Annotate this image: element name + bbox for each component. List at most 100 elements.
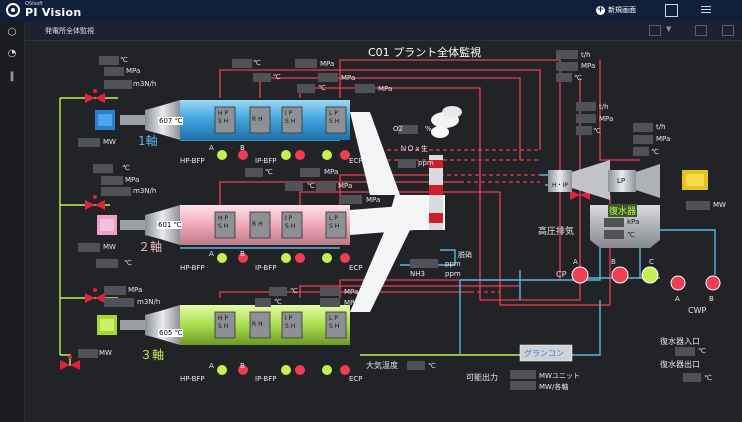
value-box <box>576 114 596 123</box>
unit-ppm: ppm <box>445 260 461 268</box>
value-box <box>101 176 123 185</box>
value-box <box>255 298 271 307</box>
unit-c: ℃ <box>120 56 128 64</box>
value-box <box>556 62 578 71</box>
lpsh-section-3: L P S H <box>329 315 340 330</box>
hp-bfp-label-3: HP-BFP <box>180 375 205 383</box>
cube-icon[interactable]: ⬡ <box>7 27 17 38</box>
value-box <box>633 123 653 132</box>
unit-mw-st: MW <box>713 201 726 209</box>
ecp-label-2: ECP <box>349 264 363 272</box>
unit-c: ℃ <box>124 259 132 267</box>
unit-mw-3: MW <box>99 349 112 357</box>
unit-c: ℃ <box>318 84 326 92</box>
value-box <box>101 187 131 196</box>
rh-section-3: R H <box>252 321 263 328</box>
unit-mpa: MPa <box>338 182 353 190</box>
value-box <box>104 80 132 89</box>
value-box <box>398 125 418 134</box>
denox-label: 脱硝 <box>458 251 472 259</box>
value-box <box>398 159 416 168</box>
new-display-label: 新規画面 <box>608 6 636 14</box>
unit-mpa: MPa <box>656 135 671 143</box>
unit-mpa: MPa <box>324 168 339 176</box>
trend-icon[interactable] <box>649 25 661 36</box>
unit-c: ℃ <box>274 298 282 306</box>
unit-c: ℃ <box>265 168 273 176</box>
cwp-b-label: B <box>709 295 714 303</box>
axis-1-exhaust-temp: 607 ℃ <box>158 117 184 125</box>
app-header: OSIsoft PI Vision + 新規画面 <box>0 0 742 22</box>
unit-c: ℃ <box>273 73 281 81</box>
unit-c: ℃ <box>627 231 635 239</box>
pump-a-label-1: A <box>209 144 214 152</box>
unit-c: ℃ <box>122 164 130 172</box>
value-box <box>556 50 578 59</box>
hpsh-section-3: H P S H <box>218 315 229 330</box>
o2-label: O2 <box>393 125 403 133</box>
value-box <box>686 201 710 210</box>
atm-temp-label: 大気温度 <box>366 361 398 370</box>
unit-c: ℃ <box>253 59 261 67</box>
hpsh-section-1: H P S H <box>218 110 229 125</box>
hp-bfp-label-2: HP-BFP <box>180 264 205 272</box>
pump-a-label-3: A <box>209 362 214 370</box>
unit-mpa: MPa <box>126 67 141 75</box>
gland-condenser-label: グランコン <box>524 349 564 358</box>
value-box <box>295 59 317 68</box>
menu-icon[interactable] <box>700 4 713 17</box>
pi-logo-icon <box>6 3 20 17</box>
info-button[interactable] <box>665 4 678 17</box>
lpsh-section-1: L P S H <box>329 110 340 125</box>
new-display-button[interactable]: + 新規画面 <box>596 5 636 15</box>
unit-th: t/h <box>656 123 666 131</box>
unit-m3nh: m3N/h <box>137 298 161 306</box>
hp-bfp-label-1: HP-BFP <box>180 157 205 165</box>
ipsh-section-1: I P S H <box>285 110 296 125</box>
value-box <box>556 73 572 82</box>
unit-th: t/h <box>581 51 591 59</box>
library-icon[interactable]: ‖ <box>9 71 15 82</box>
value-box <box>96 259 118 268</box>
value-box <box>78 243 100 252</box>
unit-c: ℃ <box>574 74 582 82</box>
value-box <box>675 347 695 356</box>
axis-1-label: 1軸 <box>138 134 158 148</box>
value-box <box>297 84 315 93</box>
value-box <box>316 182 336 191</box>
pump-b-label-3: B <box>240 362 245 370</box>
value-box <box>410 259 438 268</box>
mw-each-label: MW/各軸 <box>539 383 569 391</box>
lp-turbine-label: LP <box>617 177 626 185</box>
value-box <box>93 164 113 173</box>
value-box <box>576 102 596 111</box>
value-box <box>253 73 271 82</box>
unit-mpa: MPa <box>125 176 140 184</box>
unit-th: t/h <box>599 103 609 111</box>
unit-c: ℃ <box>651 148 659 156</box>
unit-c: ℃ <box>698 347 706 355</box>
page-title: C01 プラント全体監視 <box>368 46 482 59</box>
gauge-icon[interactable]: ◔ <box>7 48 17 59</box>
unit-c: ℃ <box>593 127 601 135</box>
value-box <box>99 56 119 65</box>
chevron-down-icon[interactable]: ▼ <box>666 25 672 33</box>
value-box <box>318 73 338 82</box>
breadcrumb[interactable]: 発電所全体監視 <box>45 27 94 35</box>
unit-mpa: MPa <box>581 62 596 70</box>
unit-ppm: ppm <box>445 270 461 278</box>
axis-2-label: ２軸 <box>138 240 163 254</box>
save-icon[interactable] <box>722 25 734 36</box>
unit-c: ℃ <box>290 287 298 295</box>
rh-section-1: R H <box>252 116 263 123</box>
value-box <box>407 361 425 370</box>
unit-percent: % <box>425 125 432 133</box>
pump-b-label-2: B <box>240 250 245 258</box>
axis-3-label: ３軸 <box>140 348 165 362</box>
condenser-label: 復水器 <box>608 204 638 217</box>
unit-mw-1: MW <box>103 138 116 146</box>
panel-icon[interactable] <box>695 25 707 36</box>
unit-ppm: ppm <box>418 159 434 167</box>
pump-b-label-1: B <box>240 144 245 152</box>
unit-c: ℃ <box>307 182 315 190</box>
